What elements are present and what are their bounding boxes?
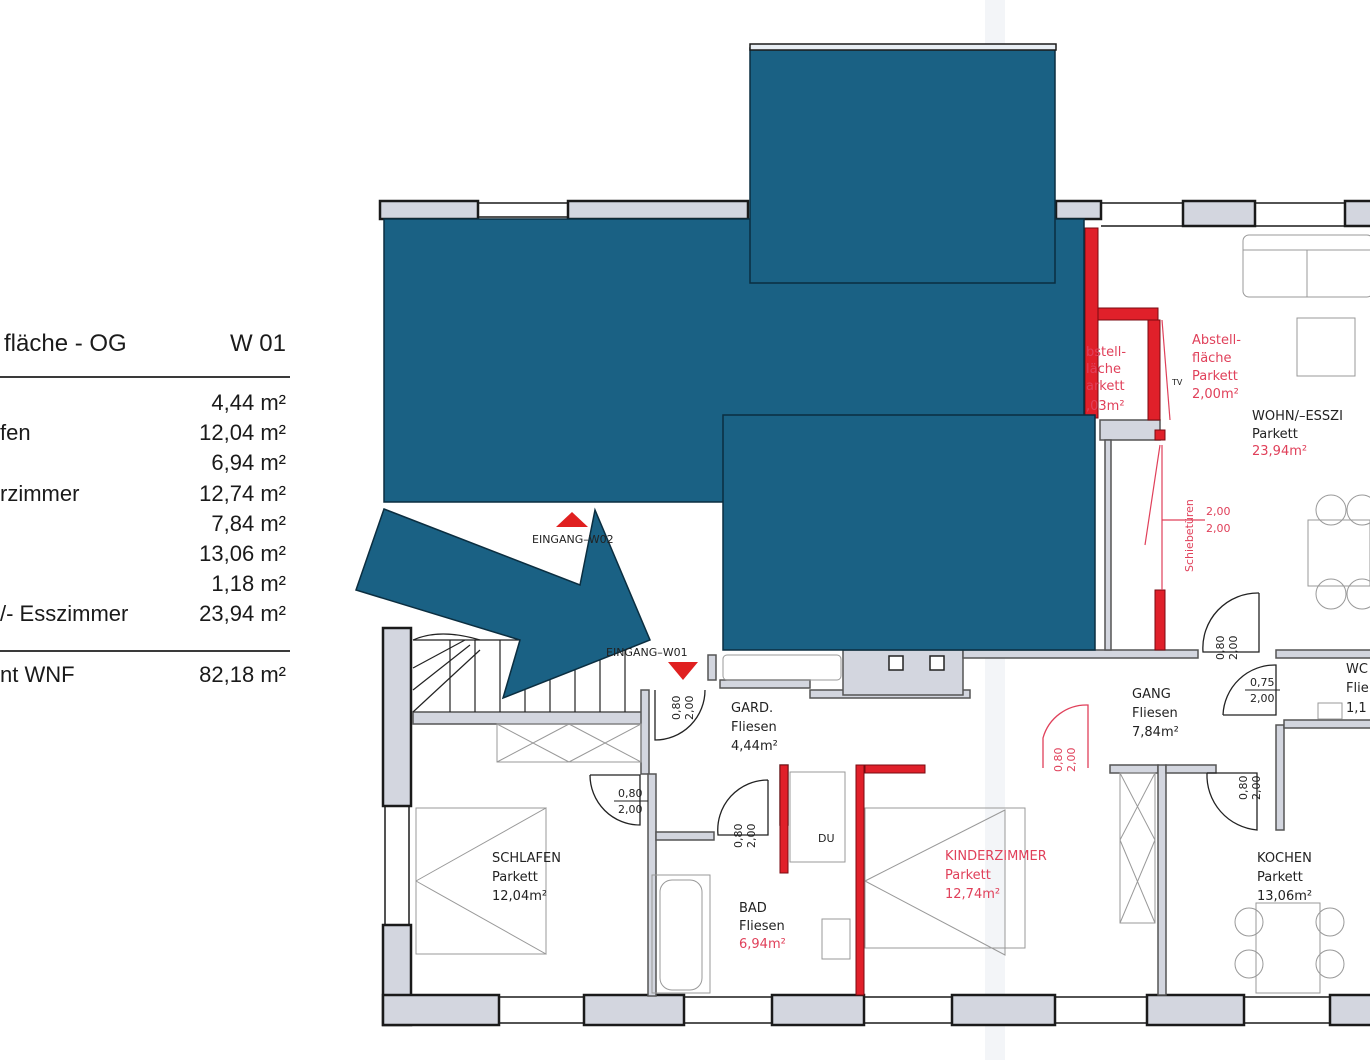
room-bad-floor: Fliesen xyxy=(739,919,785,934)
room-abstell1-line2: fläche xyxy=(1192,351,1232,366)
furniture xyxy=(415,234,1370,994)
door-dimensions: 0,80 2,00 0,75 2,00 0,80 2,00 0,80 2,00 … xyxy=(614,505,1280,848)
overlay-block-center xyxy=(722,414,1096,651)
door-d6-height: 2,00 xyxy=(1250,692,1275,705)
room-abstell2-floor: arkett xyxy=(1086,379,1125,394)
room-wohn-floor: Parkett xyxy=(1252,427,1298,442)
area-row: 13,06 m² xyxy=(199,540,286,566)
sliding-door xyxy=(1144,319,1205,590)
entrance-w02-label: EINGANG–W02 xyxy=(532,533,614,546)
room-gard-area: 4,44m² xyxy=(731,739,778,754)
area-row: 6,94 m² xyxy=(211,450,286,476)
red-door-swing xyxy=(1042,704,1089,768)
room-abstell2-line1: bstell- xyxy=(1086,345,1126,360)
room-kochen-area: 13,06m² xyxy=(1257,889,1312,904)
area-total-value: 82,18 m² xyxy=(199,662,286,687)
entrance-w01-label: EINGANG–W01 xyxy=(606,646,688,659)
room-kochen-floor: Parkett xyxy=(1257,870,1303,885)
redaction-overlays xyxy=(355,47,1096,700)
area-row: 7,84 m² xyxy=(211,510,286,536)
room-abstell2-area: ,03m² xyxy=(1086,399,1125,414)
arrow-shape xyxy=(355,507,651,700)
area-table-title: fläche - OG xyxy=(4,330,127,357)
area-table-header: fläche - OG W 01 xyxy=(0,322,290,368)
room-kinderzimmer-floor: Parkett xyxy=(945,868,991,883)
room-gard-floor: Fliesen xyxy=(731,720,777,735)
stove xyxy=(888,655,945,671)
door-d7-height: 2,00 xyxy=(1250,776,1263,801)
room-gang-floor: Fliesen xyxy=(1132,706,1178,721)
area-table-unit: W 01 xyxy=(229,330,286,357)
room-wc-name: WC xyxy=(1346,662,1368,677)
area-row: 1,18 m² xyxy=(211,571,286,597)
door-d4-width: 0,80 xyxy=(1052,748,1065,773)
door-d4-height: 2,00 xyxy=(1065,748,1078,773)
room-schlafen-floor: Parkett xyxy=(492,870,538,885)
room-abstell1-line1: Abstell- xyxy=(1192,333,1241,348)
shower-label: DU xyxy=(818,832,835,845)
door-d2-height: 2,00 xyxy=(683,696,696,721)
door-d1-height: 2,00 xyxy=(618,803,643,816)
outer-walls xyxy=(378,199,1370,1027)
entry-marker-w02 xyxy=(556,512,588,527)
room-bad-name: BAD xyxy=(739,901,767,916)
area-total-row: nt WNF 82,18 m² xyxy=(0,660,290,690)
room-abstell1-floor: Parkett xyxy=(1192,369,1238,384)
area-total-label: nt WNF xyxy=(0,662,75,687)
door-d7-width: 0,80 xyxy=(1237,776,1250,801)
room-labels: GARD. Fliesen 4,44m² SCHLAFEN Parkett 12… xyxy=(492,333,1369,952)
room-wohn-name: WOHN/–ESSZI xyxy=(1252,409,1343,424)
door-d5-height: 2,00 xyxy=(1227,636,1240,661)
storage-cross xyxy=(496,723,1156,924)
room-wc-area: 1,1 xyxy=(1346,701,1367,716)
window-lines xyxy=(384,202,1345,1024)
area-row: 4,44 m² xyxy=(211,390,286,415)
room-schlafen-area: 12,04m² xyxy=(492,889,547,904)
divider-top xyxy=(0,376,290,378)
overlay-top-edge xyxy=(749,43,1057,51)
room-abstell2-line2: läche xyxy=(1086,362,1121,377)
room-gang-area: 7,84m² xyxy=(1132,725,1179,740)
room-abstell1-area: 2,00m² xyxy=(1192,387,1239,402)
door-d1-width: 0,80 xyxy=(618,787,643,800)
door-swings xyxy=(589,592,1277,836)
overlay-block-top xyxy=(749,47,1056,284)
door-d2-width: 0,80 xyxy=(670,696,683,721)
door-d3-height: 2,00 xyxy=(745,824,758,849)
room-wc-floor: Flie xyxy=(1346,681,1369,696)
door-d6-width: 0,75 xyxy=(1250,676,1275,689)
sliding-door-height: 2,00 xyxy=(1206,522,1231,535)
door-d5-width: 0,80 xyxy=(1214,636,1227,661)
room-wohn-area: 23,94m² xyxy=(1252,444,1307,459)
room-kochen-name: KOCHEN xyxy=(1257,851,1312,866)
entry-marker-w01 xyxy=(668,662,698,680)
room-schlafen-name: SCHLAFEN xyxy=(492,851,561,866)
tv-label: TV xyxy=(1171,378,1183,387)
room-kinderzimmer-name: KINDERZIMMER xyxy=(945,849,1047,864)
room-gard-name: GARD. xyxy=(731,701,773,716)
door-d3-width: 0,80 xyxy=(732,824,745,849)
room-gang-name: GANG xyxy=(1132,687,1171,702)
room-kinderzimmer-area: 12,74m² xyxy=(945,887,1000,902)
sliding-doors-label: Schiebetüren xyxy=(1183,499,1196,572)
room-bad-area: 6,94m² xyxy=(739,937,786,952)
divider-bottom xyxy=(0,650,290,652)
sliding-door-width: 2,00 xyxy=(1206,505,1231,518)
